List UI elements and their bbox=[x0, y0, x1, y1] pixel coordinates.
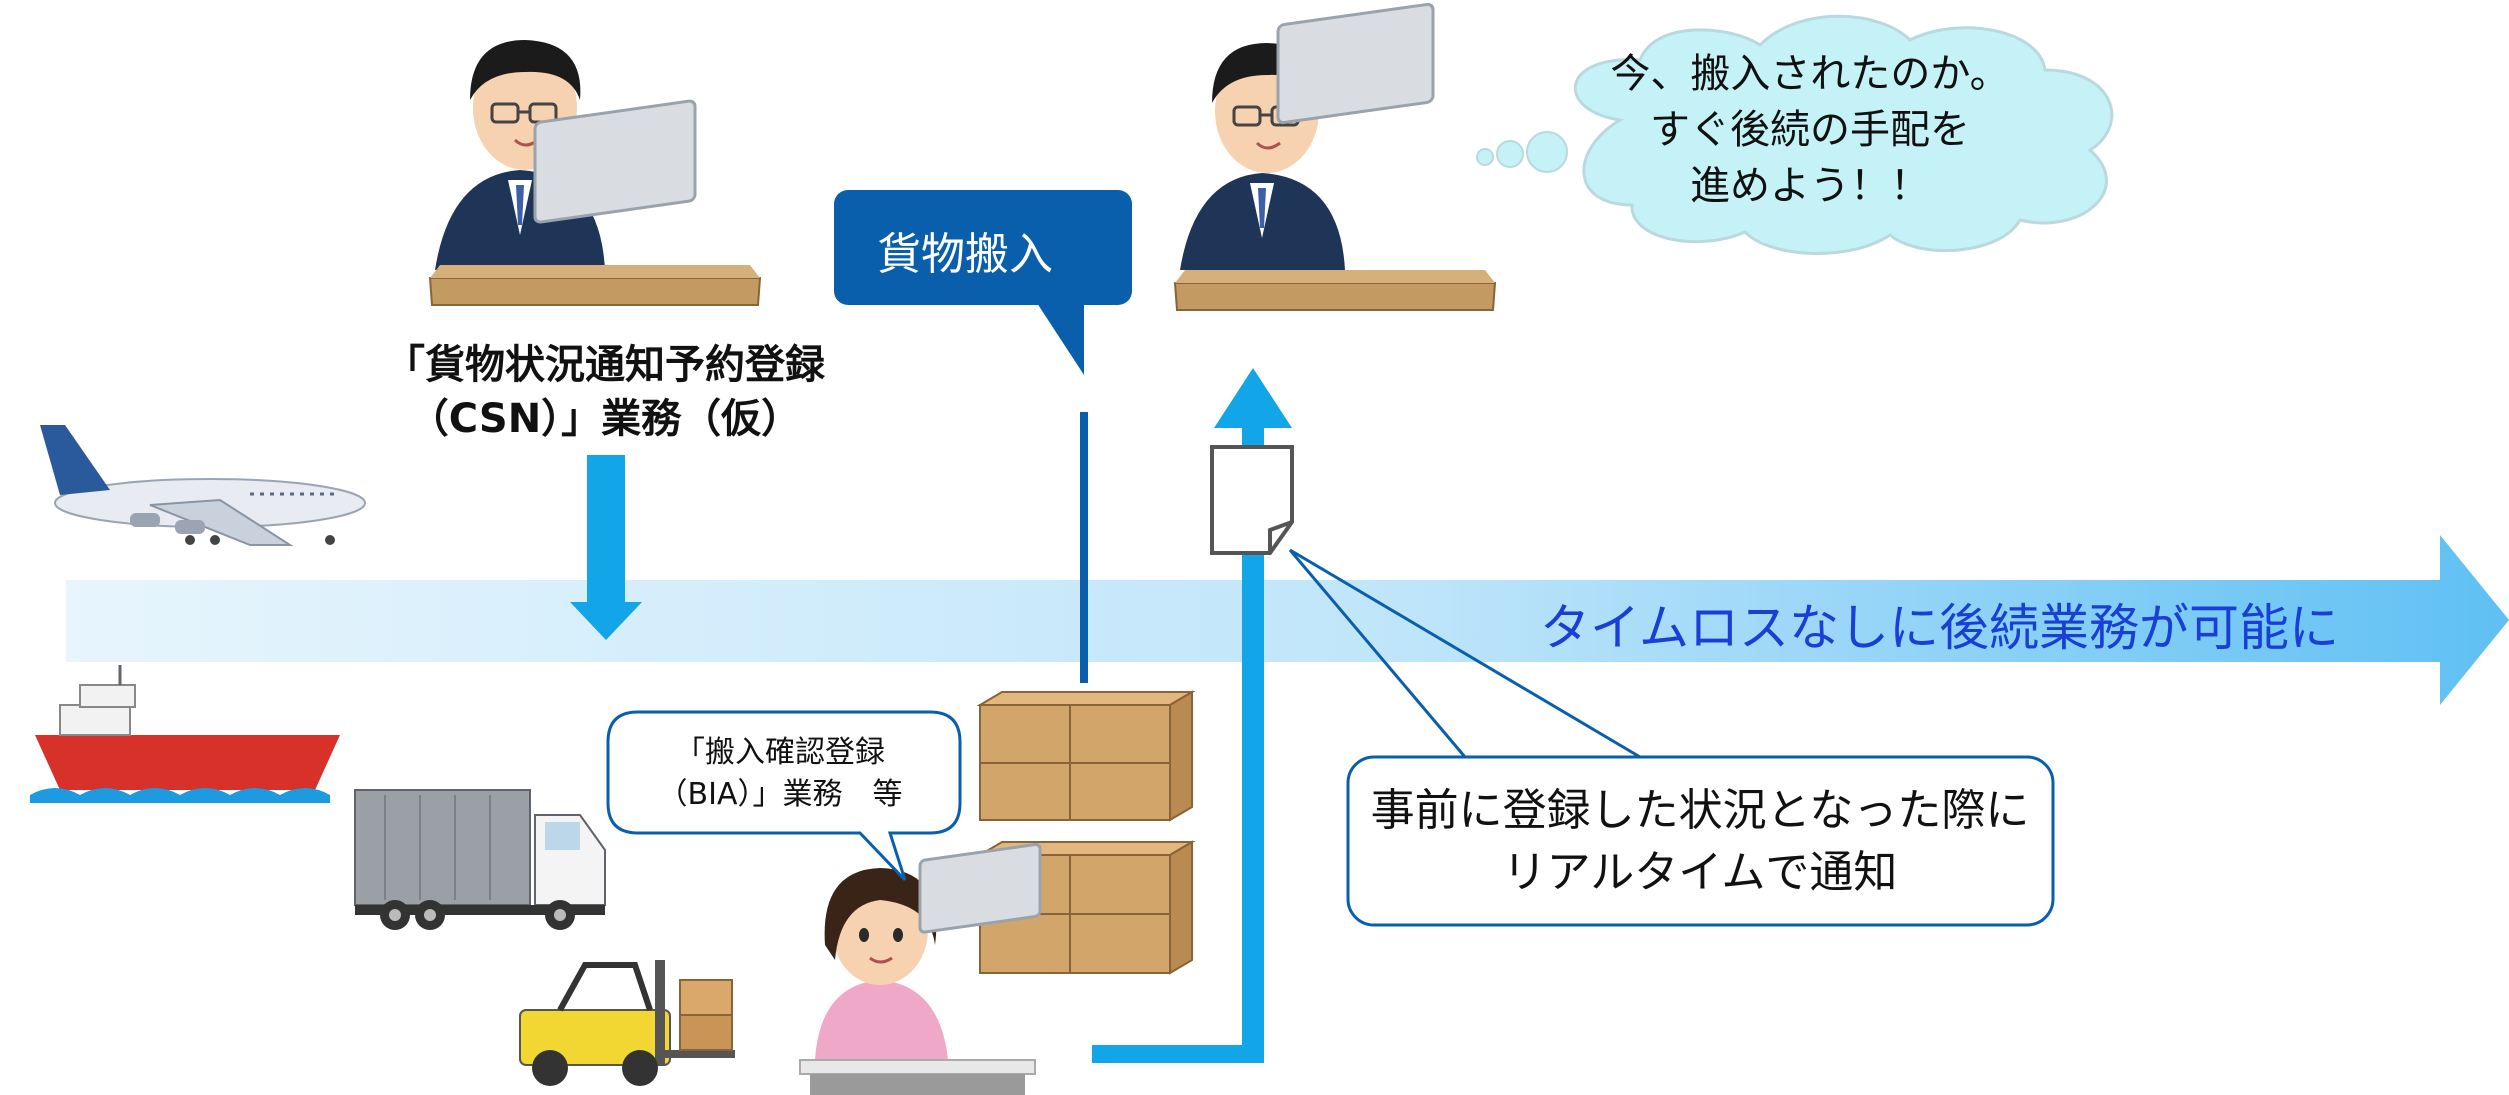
document-icon bbox=[1210, 445, 1294, 555]
bia-line1: 「搬入確認登録 bbox=[675, 735, 885, 770]
notify-line1: 事前に登録した状況となった際に bbox=[1370, 785, 2030, 836]
csn-label-line2: （CSN）」業務（仮） bbox=[408, 396, 802, 442]
thought-line1: 今、搬入されたのか。 bbox=[1610, 51, 2010, 97]
bia-line2: （BIA）」業務 等 bbox=[657, 777, 903, 812]
ship-icon bbox=[30, 665, 340, 803]
notification-text: 事前に登録した状況となった際に リアルタイムで通知 bbox=[1350, 780, 2050, 904]
csn-label-line1: 「貨物状況通知予約登録 bbox=[385, 342, 825, 388]
cargo-in-text: 貨物搬入 bbox=[877, 229, 1053, 280]
notification-arrow bbox=[1092, 368, 1292, 1063]
female-worker-bia-icon bbox=[799, 842, 1042, 1095]
thought-text: 今、搬入されたのか。 すぐ後続の手配を 進めよう！！ bbox=[1600, 46, 2020, 214]
timeline-arrow bbox=[66, 535, 2509, 705]
truck-icon bbox=[354, 789, 606, 930]
bia-text: 「搬入確認登録 （BIA）」業務 等 bbox=[610, 732, 950, 816]
airplane-icon bbox=[40, 425, 366, 546]
thought-line2: すぐ後続の手配を bbox=[1650, 107, 1970, 153]
office-worker-csn-icon bbox=[428, 40, 762, 306]
csn-down-arrow bbox=[570, 455, 642, 640]
cargo-in-callout bbox=[834, 190, 1132, 375]
cargo-boxes-icon bbox=[976, 690, 1196, 975]
notify-line2: リアルタイムで通知 bbox=[1502, 847, 1898, 898]
csn-service-label: 「貨物状況通知予約登録 （CSN）」業務（仮） bbox=[355, 338, 855, 446]
thought-bubble bbox=[1476, 14, 2114, 255]
banner-text: タイムロスなしに後続業務が可能に bbox=[1540, 599, 2339, 657]
thought-line3: 進めよう！！ bbox=[1690, 163, 1930, 209]
forklift-icon bbox=[519, 960, 735, 1086]
office-worker-notified-icon bbox=[1173, 2, 1497, 311]
notification-callout bbox=[1288, 548, 2055, 927]
bia-speech-bubble bbox=[606, 710, 962, 882]
